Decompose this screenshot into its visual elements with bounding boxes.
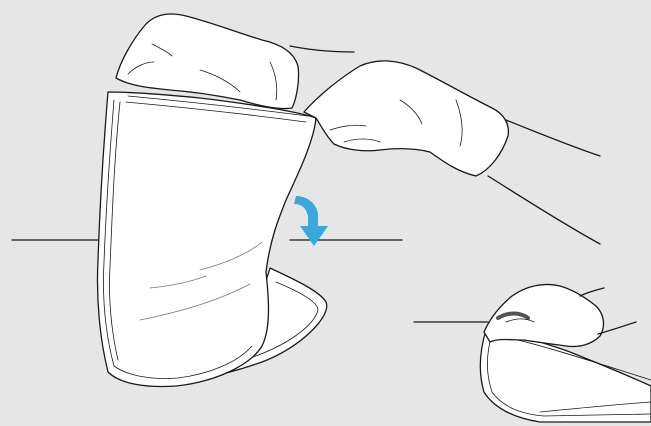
curved-arrow-down-icon (294, 196, 328, 246)
towel-unfolded (97, 92, 326, 386)
folded-towel-inset (414, 284, 651, 422)
right-glove-hand (304, 61, 600, 244)
